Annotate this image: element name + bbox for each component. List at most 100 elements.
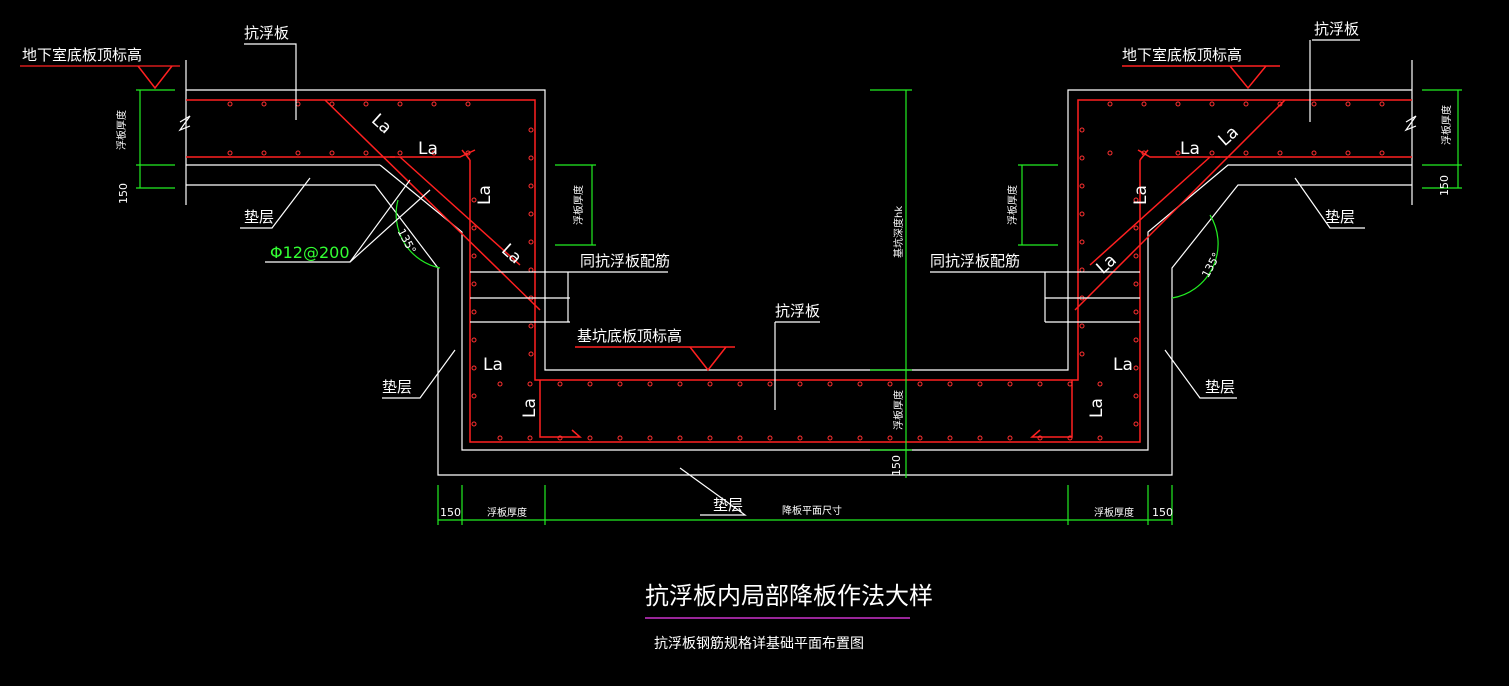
- rebar-dot: [1209, 150, 1215, 156]
- anti-float-slab-center: 抗浮板: [775, 302, 820, 320]
- rebar-dot: [587, 435, 593, 441]
- rebar-dot: [528, 351, 534, 357]
- rebar-dot: [1277, 150, 1283, 156]
- rebar-dot: [471, 365, 477, 371]
- rebar-dot: [1277, 101, 1283, 107]
- rebar-dot: [528, 323, 534, 329]
- rebar-dot: [557, 435, 563, 441]
- rebar-dot: [1379, 150, 1385, 156]
- rebar-dot: [617, 435, 623, 441]
- rebar-dot: [471, 225, 477, 231]
- anti-float-slab-left: 抗浮板: [244, 24, 289, 42]
- rebar-dot: [617, 381, 623, 387]
- rebar-dot: [887, 381, 893, 387]
- rebar-dot: [1133, 365, 1139, 371]
- rebar-dot: [737, 435, 743, 441]
- anti-float-slab-right: 抗浮板: [1314, 20, 1359, 38]
- rebar-dot: [528, 183, 534, 189]
- la-label: La: [1087, 398, 1107, 418]
- rebar-dot: [528, 127, 534, 133]
- rebar-dot: [1175, 101, 1181, 107]
- dim-thickness-side-left: 浮板厚度: [572, 185, 585, 225]
- rebar-dot: [471, 281, 477, 287]
- angle-label-right: 135°: [1199, 250, 1223, 280]
- rebar-dot: [528, 211, 534, 217]
- rebar-dot: [497, 435, 503, 441]
- rebar-dot: [471, 253, 477, 259]
- la-label: La: [367, 110, 395, 138]
- concrete-outline: [178, 60, 1417, 476]
- rebar-dot: [471, 197, 477, 203]
- rebar-dot: [797, 435, 803, 441]
- dim-thickness-right: 浮板厚度: [1440, 105, 1453, 145]
- rebar-spec: Φ12@200: [270, 243, 350, 262]
- rebar-dot: [1067, 435, 1073, 441]
- dim-150-bottom-left: 150: [440, 506, 461, 519]
- leader-lines: [20, 39, 1365, 619]
- dim-thickness-left: 浮板厚度: [115, 110, 128, 150]
- la-label: La: [1180, 139, 1200, 159]
- rebar-dot: [857, 435, 863, 441]
- rebar-dot: [857, 381, 863, 387]
- rebar-dot: [431, 150, 437, 156]
- rebar-dot: [1345, 101, 1351, 107]
- la-label: La: [1093, 250, 1121, 278]
- rebar-dot: [827, 381, 833, 387]
- rebar-dot: [707, 435, 713, 441]
- rebar-dot: [1311, 101, 1317, 107]
- rebar-dot: [1311, 150, 1317, 156]
- dim-thickness-bottom-left: 浮板厚度: [487, 506, 527, 519]
- la-label: La: [520, 398, 540, 418]
- rebar-dot: [1079, 183, 1085, 189]
- rebar-dot: [587, 381, 593, 387]
- rebar-dot: [1079, 239, 1085, 245]
- pit-top-elev: 基坑底板顶标高: [577, 327, 682, 345]
- rebar-dot: [647, 435, 653, 441]
- rebar-dot: [227, 150, 233, 156]
- rebar-dot: [707, 381, 713, 387]
- cushion-right-top: 垫层: [1325, 208, 1355, 226]
- basement-top-elev-right: 地下室底板顶标高: [1122, 46, 1242, 64]
- rebar-dot: [557, 381, 563, 387]
- rebar-dot: [827, 435, 833, 441]
- rebar-dot: [767, 435, 773, 441]
- rebar-dot: [227, 101, 233, 107]
- rebar-dot: [767, 381, 773, 387]
- la-label: La: [497, 240, 525, 268]
- rebar-dot: [947, 435, 953, 441]
- dim-drop-size: 降板平面尺寸: [782, 504, 842, 517]
- dim-150-right: 150: [1438, 175, 1451, 196]
- rebar-dot: [1079, 211, 1085, 217]
- rebar-dot: [1379, 101, 1385, 107]
- rebar-dot: [528, 239, 534, 245]
- rebar-dot: [1133, 197, 1139, 203]
- rebar-dot: [1243, 150, 1249, 156]
- rebar-dot: [737, 381, 743, 387]
- rebar-dot: [1107, 101, 1113, 107]
- rebar-dot: [917, 435, 923, 441]
- rebar-dot: [363, 150, 369, 156]
- rebar-dot: [1175, 150, 1181, 156]
- rebar-dot: [363, 101, 369, 107]
- cushion-left-bottom: 垫层: [382, 378, 412, 396]
- cushion-bottom: 垫层: [713, 496, 743, 514]
- rebar-dot: [329, 150, 335, 156]
- same-rebar-right: 同抗浮板配筋: [930, 252, 1020, 270]
- rebar-dot: [1079, 127, 1085, 133]
- rebar-dot: [295, 150, 301, 156]
- dim-150-left: 150: [117, 183, 130, 204]
- rebar-lines: [186, 99, 1412, 443]
- rebar-dot: [1243, 101, 1249, 107]
- rebar-dot: [1107, 150, 1113, 156]
- rebar-dot: [947, 381, 953, 387]
- rebar-dot: [397, 150, 403, 156]
- dim-pit-depth: 基坑深度hk: [892, 206, 905, 258]
- rebar-dot: [1079, 351, 1085, 357]
- rebar-dot: [471, 337, 477, 343]
- la-label: La: [483, 355, 503, 375]
- cushion-right-bottom: 垫层: [1205, 378, 1235, 396]
- drawing-subtitle: 抗浮板钢筋规格详基础平面布置图: [654, 635, 864, 652]
- rebar-dot: [471, 421, 477, 427]
- drawing-title: 抗浮板内局部降板作法大样: [645, 582, 933, 610]
